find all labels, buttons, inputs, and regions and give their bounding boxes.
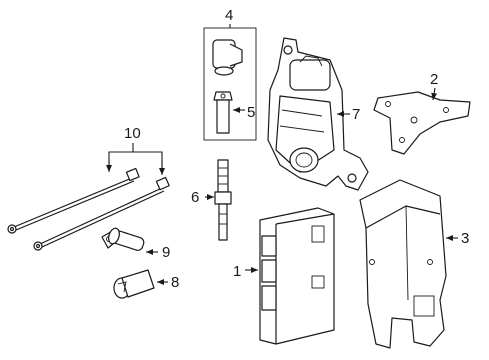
ecu-module-part-1 [245,207,335,345]
callout-9-label: 9 [162,244,170,261]
mounting-bracket-part-3 [359,179,458,349]
connector-part-8 [113,269,168,299]
callout-2-label: 2 [430,71,438,88]
callout-4-label: 4 [225,7,233,24]
callout-5-label: 5 [247,104,255,121]
callout-label: 10 [124,125,141,142]
callout-3-label: 3 [461,230,469,247]
relay-assembly-4 [203,27,257,141]
callout-6-label: 6 [191,189,199,206]
actuator-part-7 [267,37,369,191]
callout-7-label: 7 [352,106,360,123]
bracket-part-2 [373,87,471,155]
stud-part-6 [205,159,232,241]
callout-8-label: 8 [171,274,179,291]
callout-1-label: 1 [233,263,241,280]
sensor-wire-harness [7,167,170,251]
sensor-part-9 [101,227,158,255]
callout-10: 10 [106,125,165,175]
